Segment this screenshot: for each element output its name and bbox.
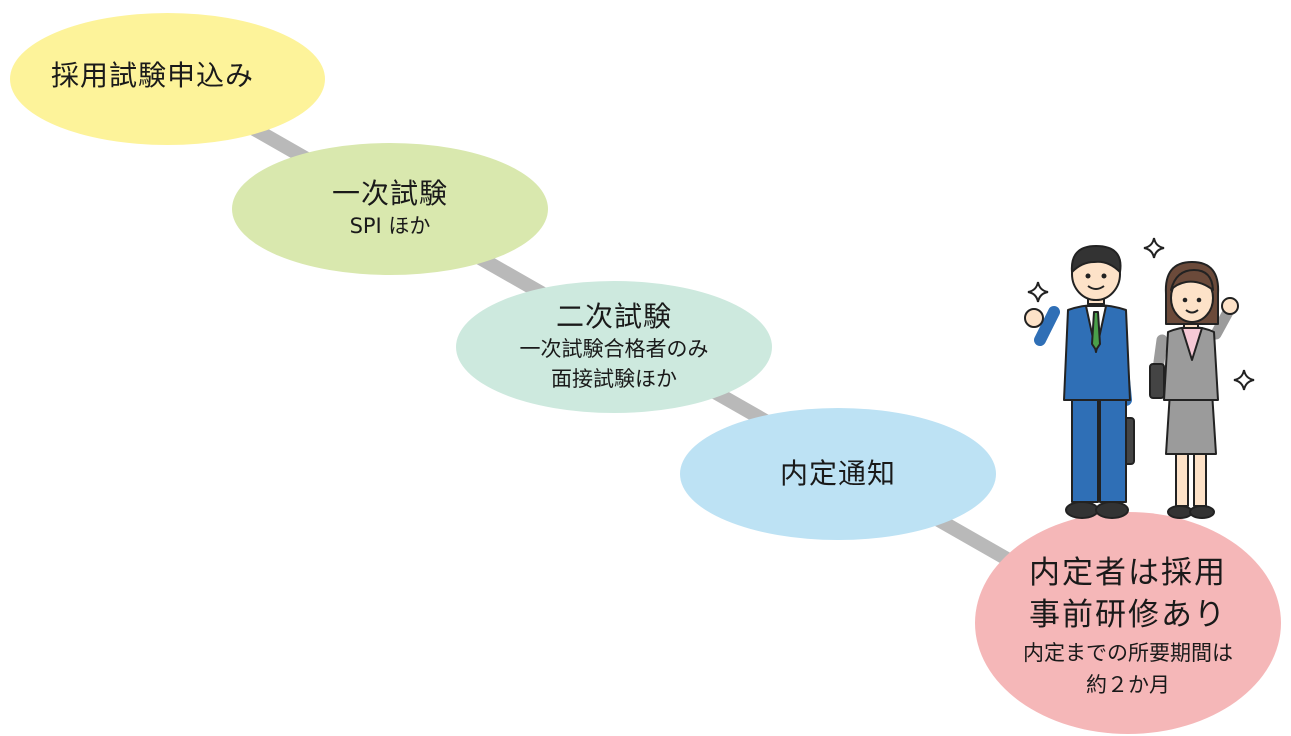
step-offer-notice-title: 内定通知 [779, 457, 896, 490]
step-offer-notice: 内定通知 [680, 408, 996, 540]
step-training: 内定者は採用 事前研修あり 内定までの所要期間は 約２か月 [975, 512, 1281, 734]
step-second-exam: 二次試験 一次試験合格者のみ 面接試験ほか [456, 281, 772, 413]
step-first-exam-note: SPI ほか [349, 214, 431, 238]
step-training-title-line: 内定者は採用 [1029, 555, 1227, 591]
step-training-note-line: 内定までの所要期間は [1023, 641, 1233, 665]
step-second-exam-note-line: 一次試験合格者のみ [519, 337, 709, 361]
step-application-title: 採用試験申込み [50, 59, 254, 92]
offer-recipients-illustration [1024, 237, 1255, 519]
step-training-title-line: 事前研修あり [1029, 597, 1227, 633]
step-second-exam-title: 二次試験 [555, 300, 672, 333]
sparkle-icon [1143, 237, 1165, 259]
step-first-exam: 一次試験 SPI ほか [232, 143, 548, 275]
male-employee-figure [1024, 245, 1135, 519]
sparkle-icon [1027, 281, 1049, 303]
step-application: 採用試験申込み [10, 13, 325, 145]
step-training-note-line: 約２か月 [1086, 673, 1170, 697]
sparkle-icon [1233, 369, 1255, 391]
female-employee-figure [1149, 261, 1239, 519]
step-second-exam-note-line: 面接試験ほか [551, 367, 677, 391]
step-first-exam-title: 一次試験 [331, 177, 448, 210]
